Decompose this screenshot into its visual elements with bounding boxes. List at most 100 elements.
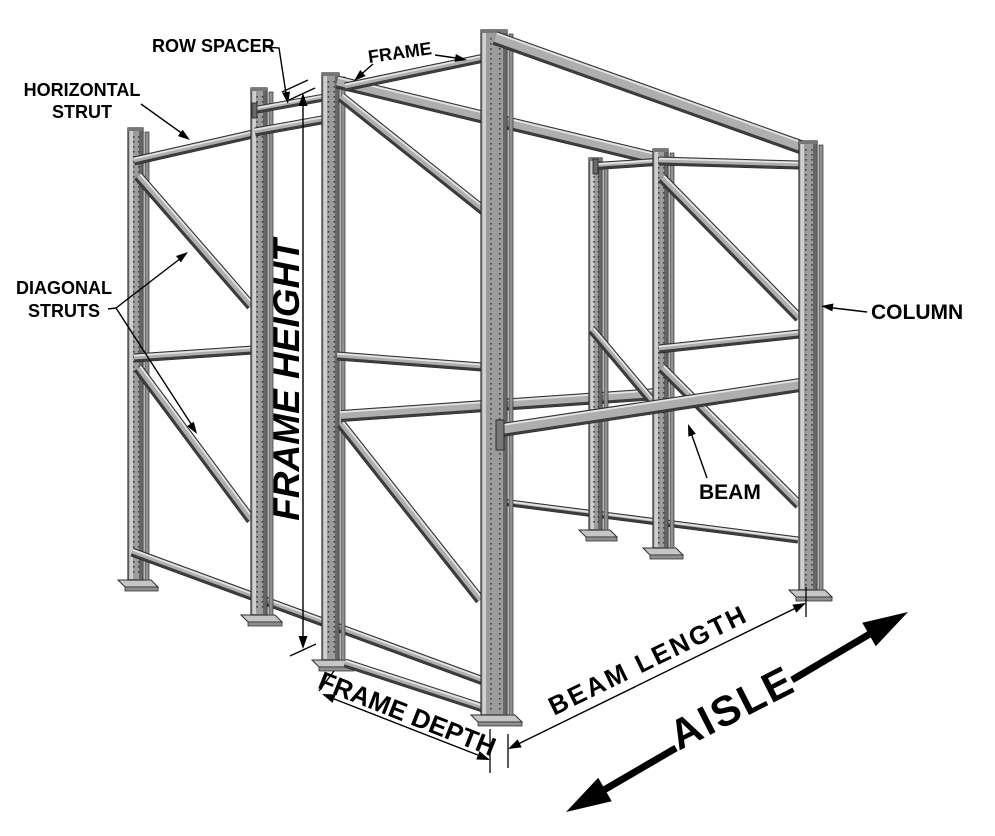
dim-arrow-right <box>792 603 806 613</box>
member-highlight <box>337 352 483 366</box>
member-body <box>589 327 658 408</box>
member-shadow <box>659 335 800 353</box>
diagonal-strut <box>337 420 484 604</box>
member-highlight <box>502 499 799 540</box>
dim-line <box>323 694 489 760</box>
row-spacer-end-plate <box>592 158 599 175</box>
leader-arrowhead <box>688 424 696 437</box>
member-highlight <box>133 130 253 160</box>
leader-beam <box>688 424 708 479</box>
member-body <box>133 346 254 362</box>
aisle-arrow <box>566 612 908 812</box>
dim-frame-depth <box>318 670 491 773</box>
member-highlight <box>342 94 487 210</box>
member-highlight <box>254 94 327 110</box>
horizontal-strut <box>133 345 254 363</box>
member-body <box>254 115 328 136</box>
member-shadow <box>338 98 483 215</box>
aisle-arrowhead-right <box>862 612 908 647</box>
dim-tick <box>289 643 317 657</box>
member-highlight <box>658 330 799 348</box>
column-shade <box>335 74 338 659</box>
diagonal-strut <box>134 172 255 310</box>
row-spacer <box>251 89 332 119</box>
member-body <box>344 54 485 91</box>
member-body <box>492 32 809 155</box>
member-body <box>254 94 328 113</box>
member-shadow <box>130 553 486 686</box>
member-shadow <box>134 177 250 309</box>
member-shadow <box>658 162 799 169</box>
column-front-left <box>480 29 514 716</box>
column-foot-plate <box>469 714 524 727</box>
horizontal-strut <box>343 658 485 713</box>
label-column: COLUMN <box>871 301 963 324</box>
column-cap <box>653 149 668 152</box>
dim-extension <box>318 670 335 692</box>
member-shadow <box>255 97 328 114</box>
column-cap <box>481 30 507 33</box>
column-foot-plate <box>641 547 685 560</box>
horizontal-strut <box>254 114 328 137</box>
column-highlight <box>252 89 256 614</box>
member-body <box>595 159 657 169</box>
column-highlight <box>590 159 594 529</box>
label-diagonal-struts-line1: DIAGONAL <box>16 278 112 298</box>
member-shadow <box>345 59 485 91</box>
member-shadow <box>337 425 479 603</box>
label-frame: FRAME <box>367 38 433 67</box>
member-body <box>336 352 483 371</box>
leader-arrowhead <box>187 421 197 434</box>
member-body <box>659 365 802 508</box>
member-shadow <box>343 664 483 712</box>
member-shadow <box>134 135 254 165</box>
member-body <box>343 659 485 712</box>
member-shadow <box>596 162 657 170</box>
horizontal-strut-bottom <box>130 547 488 687</box>
dim-arrow-up <box>298 93 308 106</box>
label-horizontal-strut-line2: STRUT <box>52 102 112 122</box>
column-flange <box>818 144 824 591</box>
dim-frame-height <box>281 79 317 657</box>
leader-arrowhead <box>282 91 291 104</box>
label-row-spacer: ROW SPACER <box>152 36 275 56</box>
member-highlight <box>133 346 253 357</box>
dim-arrow-left <box>322 694 336 703</box>
member-body <box>658 157 800 169</box>
column-foot-plate <box>116 579 160 592</box>
column-highlight <box>654 150 658 547</box>
member-highlight <box>501 379 800 427</box>
beam-front-mid <box>495 378 802 451</box>
dim-arrow-right <box>476 751 490 760</box>
member-body <box>130 548 488 686</box>
leader-column <box>821 303 868 313</box>
leader-arrowhead <box>177 129 190 140</box>
column-cap <box>322 73 339 76</box>
member-highlight <box>139 173 254 305</box>
leader-arrowhead <box>454 53 467 62</box>
column-highlight <box>129 129 133 579</box>
column-highlight <box>800 142 804 589</box>
member-body <box>338 93 487 215</box>
column-flange <box>508 33 514 716</box>
dim-line <box>509 603 805 749</box>
member-shadow <box>659 369 798 508</box>
label-aisle: AISLE <box>662 656 802 759</box>
column-shade <box>813 142 816 589</box>
member-body <box>133 130 254 165</box>
column-cap <box>128 128 143 131</box>
row-spacer-right <box>592 154 661 175</box>
member-highlight <box>342 421 483 599</box>
column-flange <box>340 76 346 661</box>
column-shade <box>503 31 506 714</box>
dim-tick <box>281 79 309 93</box>
member-highlight <box>132 549 488 681</box>
member-body <box>501 379 801 436</box>
column-foot-plate <box>577 529 619 542</box>
label-beam: BEAM <box>699 481 761 504</box>
leader-diagonal-struts-lower <box>115 307 197 434</box>
member-body <box>501 499 799 543</box>
label-diagonal-struts-line2: STRUTS <box>28 301 100 321</box>
beam-connector-plate <box>495 419 505 451</box>
dim-tick <box>288 87 316 101</box>
